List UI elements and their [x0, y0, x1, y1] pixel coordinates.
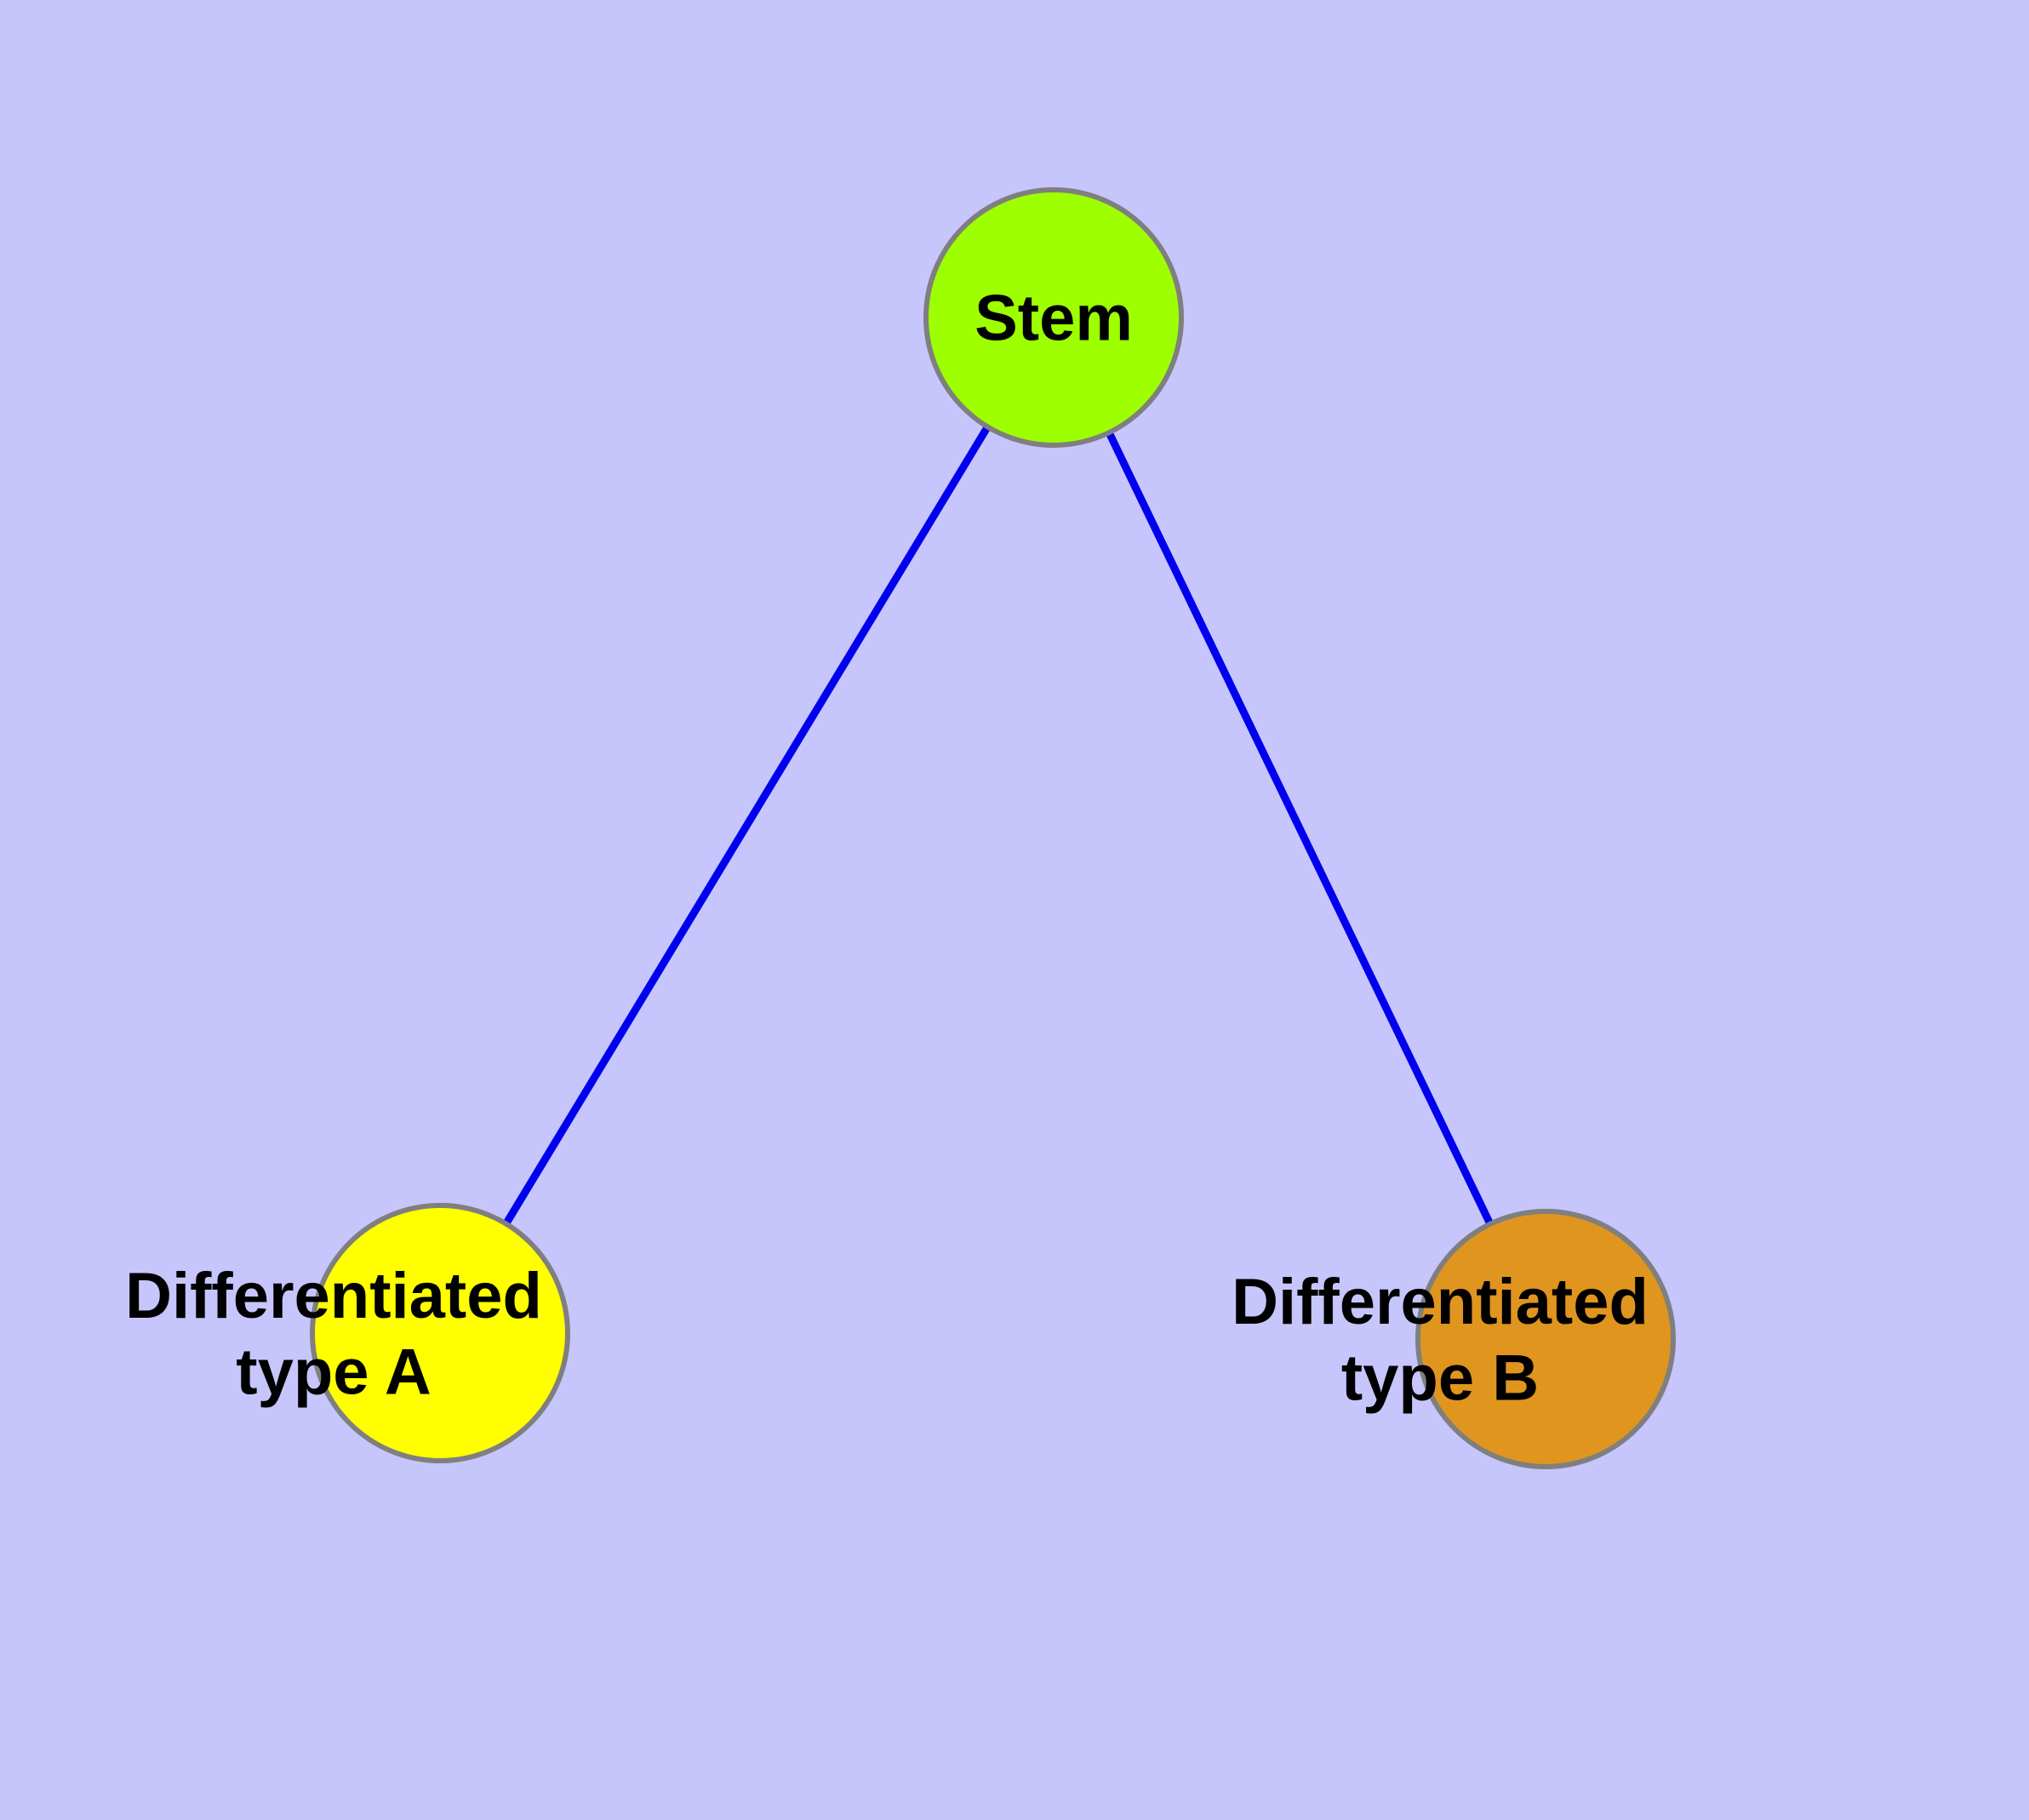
node-stem-circle[interactable]	[923, 187, 1184, 448]
node-label-line: type B	[1341, 1342, 1539, 1414]
node-label-stem: Stem	[974, 283, 1133, 355]
node-differentiated-type-a-circle[interactable]	[310, 1203, 570, 1463]
node-label-line: Differentiated	[1232, 1266, 1649, 1338]
node-label-line: Differentiated	[125, 1260, 542, 1332]
edge-stem-to-differentiated-type-a[interactable]	[437, 315, 1057, 1336]
node-stem[interactable]	[923, 187, 1184, 448]
node-label-line: type A	[236, 1336, 431, 1408]
node-label-line: Stem	[974, 283, 1133, 355]
nodes-layer	[310, 187, 1676, 1469]
edge-stem-to-differentiated-type-b[interactable]	[1049, 316, 1550, 1341]
edges-layer	[437, 315, 1550, 1341]
node-differentiated-type-b[interactable]	[1415, 1209, 1676, 1469]
node-differentiated-type-b-circle[interactable]	[1415, 1209, 1676, 1469]
node-differentiated-type-a[interactable]	[310, 1203, 570, 1463]
